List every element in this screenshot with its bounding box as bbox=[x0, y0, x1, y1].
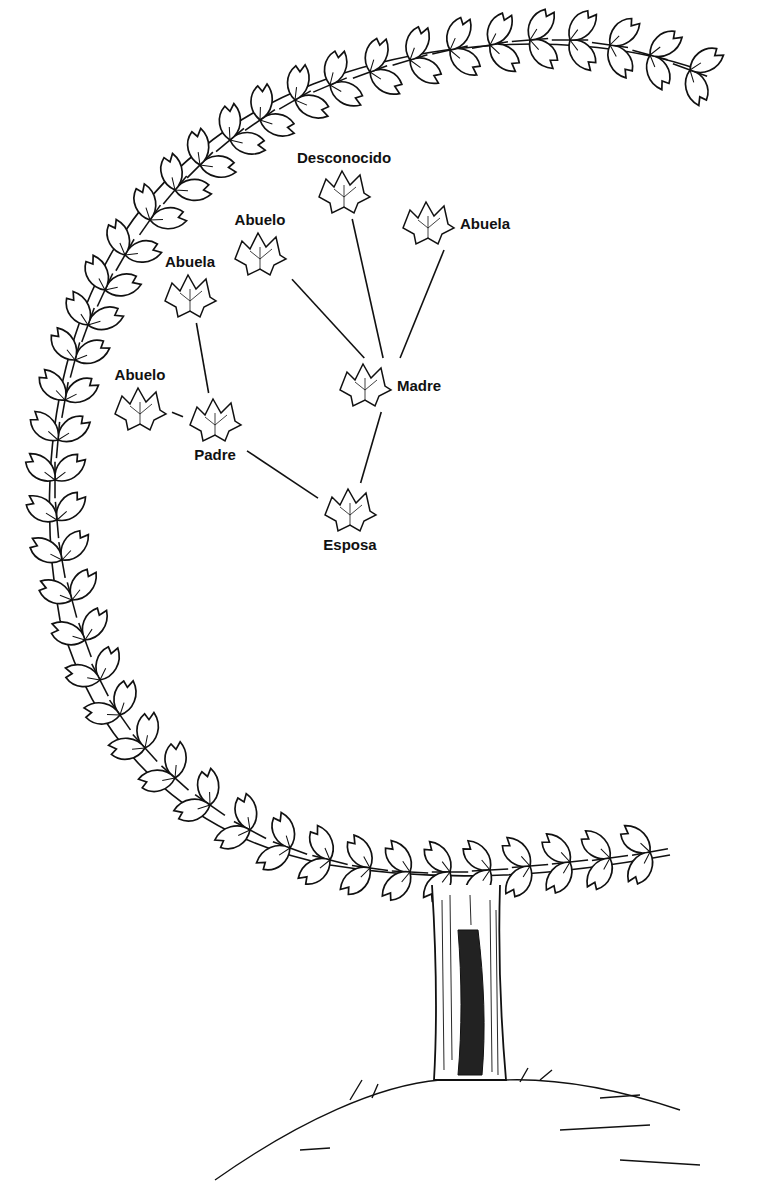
tree-trunk bbox=[432, 885, 506, 1080]
branch-stem bbox=[352, 219, 383, 358]
leaf-shape bbox=[398, 198, 458, 248]
leaf-shape bbox=[110, 384, 170, 434]
branch-stem bbox=[247, 451, 318, 498]
branch-stem bbox=[292, 279, 364, 358]
leaf-outline bbox=[190, 399, 241, 441]
family-leaf: Esposa bbox=[320, 485, 380, 554]
leaf-outline bbox=[340, 364, 391, 406]
member-name: Madre bbox=[395, 376, 443, 395]
member-name: Abuelo bbox=[233, 210, 288, 229]
branch-stem bbox=[361, 412, 382, 483]
member-name: Abuelo bbox=[113, 365, 168, 384]
leaf-shape bbox=[230, 229, 290, 279]
family-leaf: Abuelo bbox=[110, 365, 170, 434]
leaf-vein bbox=[355, 378, 377, 400]
branch-stem bbox=[400, 250, 444, 358]
vine-leaf bbox=[613, 815, 674, 892]
member-name: Padre bbox=[192, 445, 238, 464]
family-leaf: Abuelo bbox=[230, 210, 290, 279]
vine-leaf bbox=[574, 821, 633, 897]
branch-stem bbox=[196, 323, 208, 393]
vine-leaf bbox=[20, 448, 89, 498]
family-leaf: Abuela bbox=[160, 252, 220, 321]
member-name: Desconocido bbox=[295, 148, 393, 167]
leaf-outline bbox=[325, 489, 376, 531]
vine-leaf bbox=[535, 826, 592, 900]
vine-leaf bbox=[496, 830, 552, 903]
vine-stem bbox=[49, 44, 700, 876]
leaf-outline bbox=[115, 388, 166, 430]
leaf-shape bbox=[320, 485, 380, 535]
leaf-outline bbox=[165, 275, 216, 317]
leaf-vein bbox=[205, 413, 227, 435]
leaf-vein bbox=[340, 503, 362, 525]
member-name: Esposa bbox=[321, 535, 378, 554]
family-leaf: Padre bbox=[185, 395, 245, 464]
leaf-outline bbox=[403, 202, 454, 244]
leaf-vein bbox=[334, 185, 356, 207]
family-leaf: Desconocido bbox=[295, 148, 393, 217]
vine-leaf bbox=[377, 836, 430, 908]
leaf-vein bbox=[180, 289, 202, 311]
leaf-shape bbox=[314, 167, 374, 217]
family-leaf: Abuela bbox=[398, 198, 512, 248]
vine-leaf bbox=[22, 406, 95, 462]
vine-leaves bbox=[20, 3, 732, 908]
ground bbox=[215, 1068, 700, 1180]
vine-leaf bbox=[552, 5, 602, 74]
member-name: Abuela bbox=[163, 252, 217, 271]
family-leaf: Madre bbox=[335, 360, 443, 410]
leaf-outline bbox=[319, 171, 370, 213]
leaf-shape bbox=[185, 395, 245, 445]
vine-leaf bbox=[509, 3, 565, 76]
leaf-shape bbox=[335, 360, 395, 410]
branch-stem bbox=[172, 412, 183, 416]
leaf-vein bbox=[418, 216, 440, 238]
vine-leaf bbox=[20, 486, 93, 542]
member-name: Abuela bbox=[458, 214, 512, 233]
leaf-shape bbox=[160, 271, 220, 321]
leaf-vein bbox=[250, 247, 272, 269]
leaf-vein bbox=[130, 402, 152, 424]
leaf-outline bbox=[235, 233, 286, 275]
